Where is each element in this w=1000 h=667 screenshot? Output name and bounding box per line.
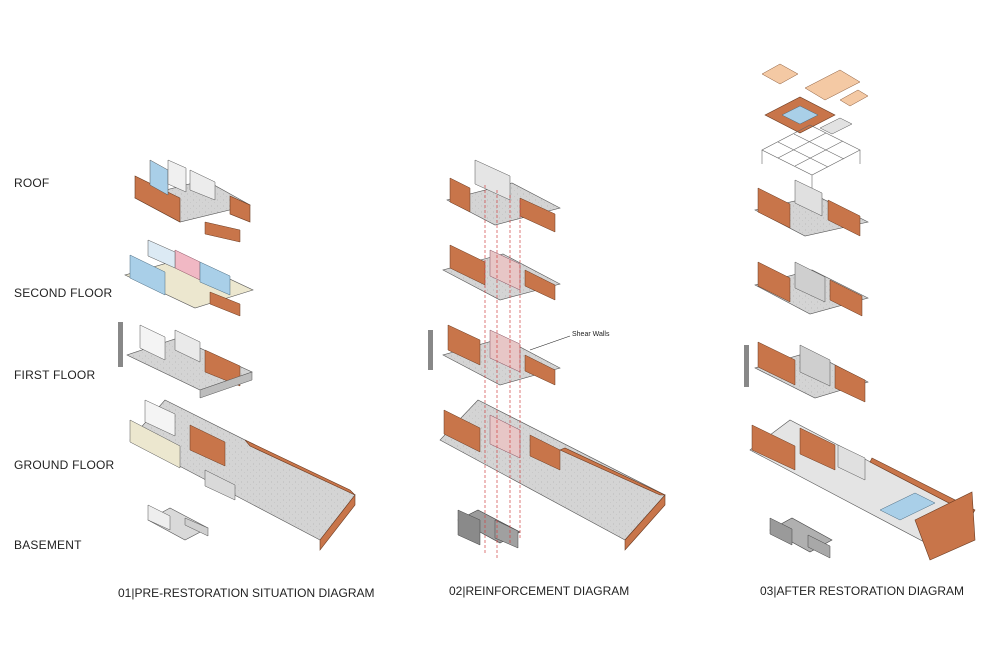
after-restoration-stair-icon <box>744 345 749 387</box>
reinforcement-stair-icon <box>428 330 433 370</box>
ground-floor-label: GROUND FLOOR <box>14 458 115 472</box>
after-restoration-first-floor <box>744 341 869 403</box>
pre-restoration-first-floor <box>118 322 253 399</box>
after-restoration-ground-floor <box>749 419 976 561</box>
after-restoration-roof-frame <box>764 96 853 135</box>
pre-restoration-second-floor <box>124 239 254 317</box>
pre-restoration-roof <box>134 159 251 243</box>
caption-after-restoration: 03|AFTER RESTORATION DIAGRAM <box>760 584 965 598</box>
reinforcement-second-floor <box>442 244 561 301</box>
caption-reinforcement: 02|REINFORCEMENT DIAGRAM <box>449 584 630 598</box>
after-restoration-roof-structure <box>761 124 861 189</box>
after-restoration-basement <box>769 517 833 559</box>
pool <box>879 492 936 521</box>
reinforcement-dashed-lines <box>484 185 521 560</box>
after-restoration-second-floor <box>754 261 869 317</box>
reinforcement-roof <box>446 159 561 233</box>
basement-label: BASEMENT <box>14 538 82 552</box>
first-floor-label: FIRST FLOOR <box>14 368 96 382</box>
shear-walls-annotation: Shear Walls <box>572 331 610 338</box>
pre-restoration-stair-icon <box>118 322 123 367</box>
reinforcement-ground-floor <box>439 399 666 551</box>
reinforcement-basement <box>457 509 521 549</box>
reinforcement-first-floor <box>428 324 561 386</box>
caption-pre-restoration: 01|PRE-RESTORATION SITUATION DIAGRAM <box>118 586 375 600</box>
shear-walls-leader-line <box>529 335 571 351</box>
second-floor-label: SECOND FLOOR <box>14 286 113 300</box>
roof-label: ROOF <box>14 176 50 190</box>
pre-restoration-ground-floor <box>129 399 356 551</box>
after-restoration-roof-tiles <box>761 63 869 107</box>
pre-restoration-basement <box>147 504 209 541</box>
after-restoration-third-floor <box>754 179 869 237</box>
